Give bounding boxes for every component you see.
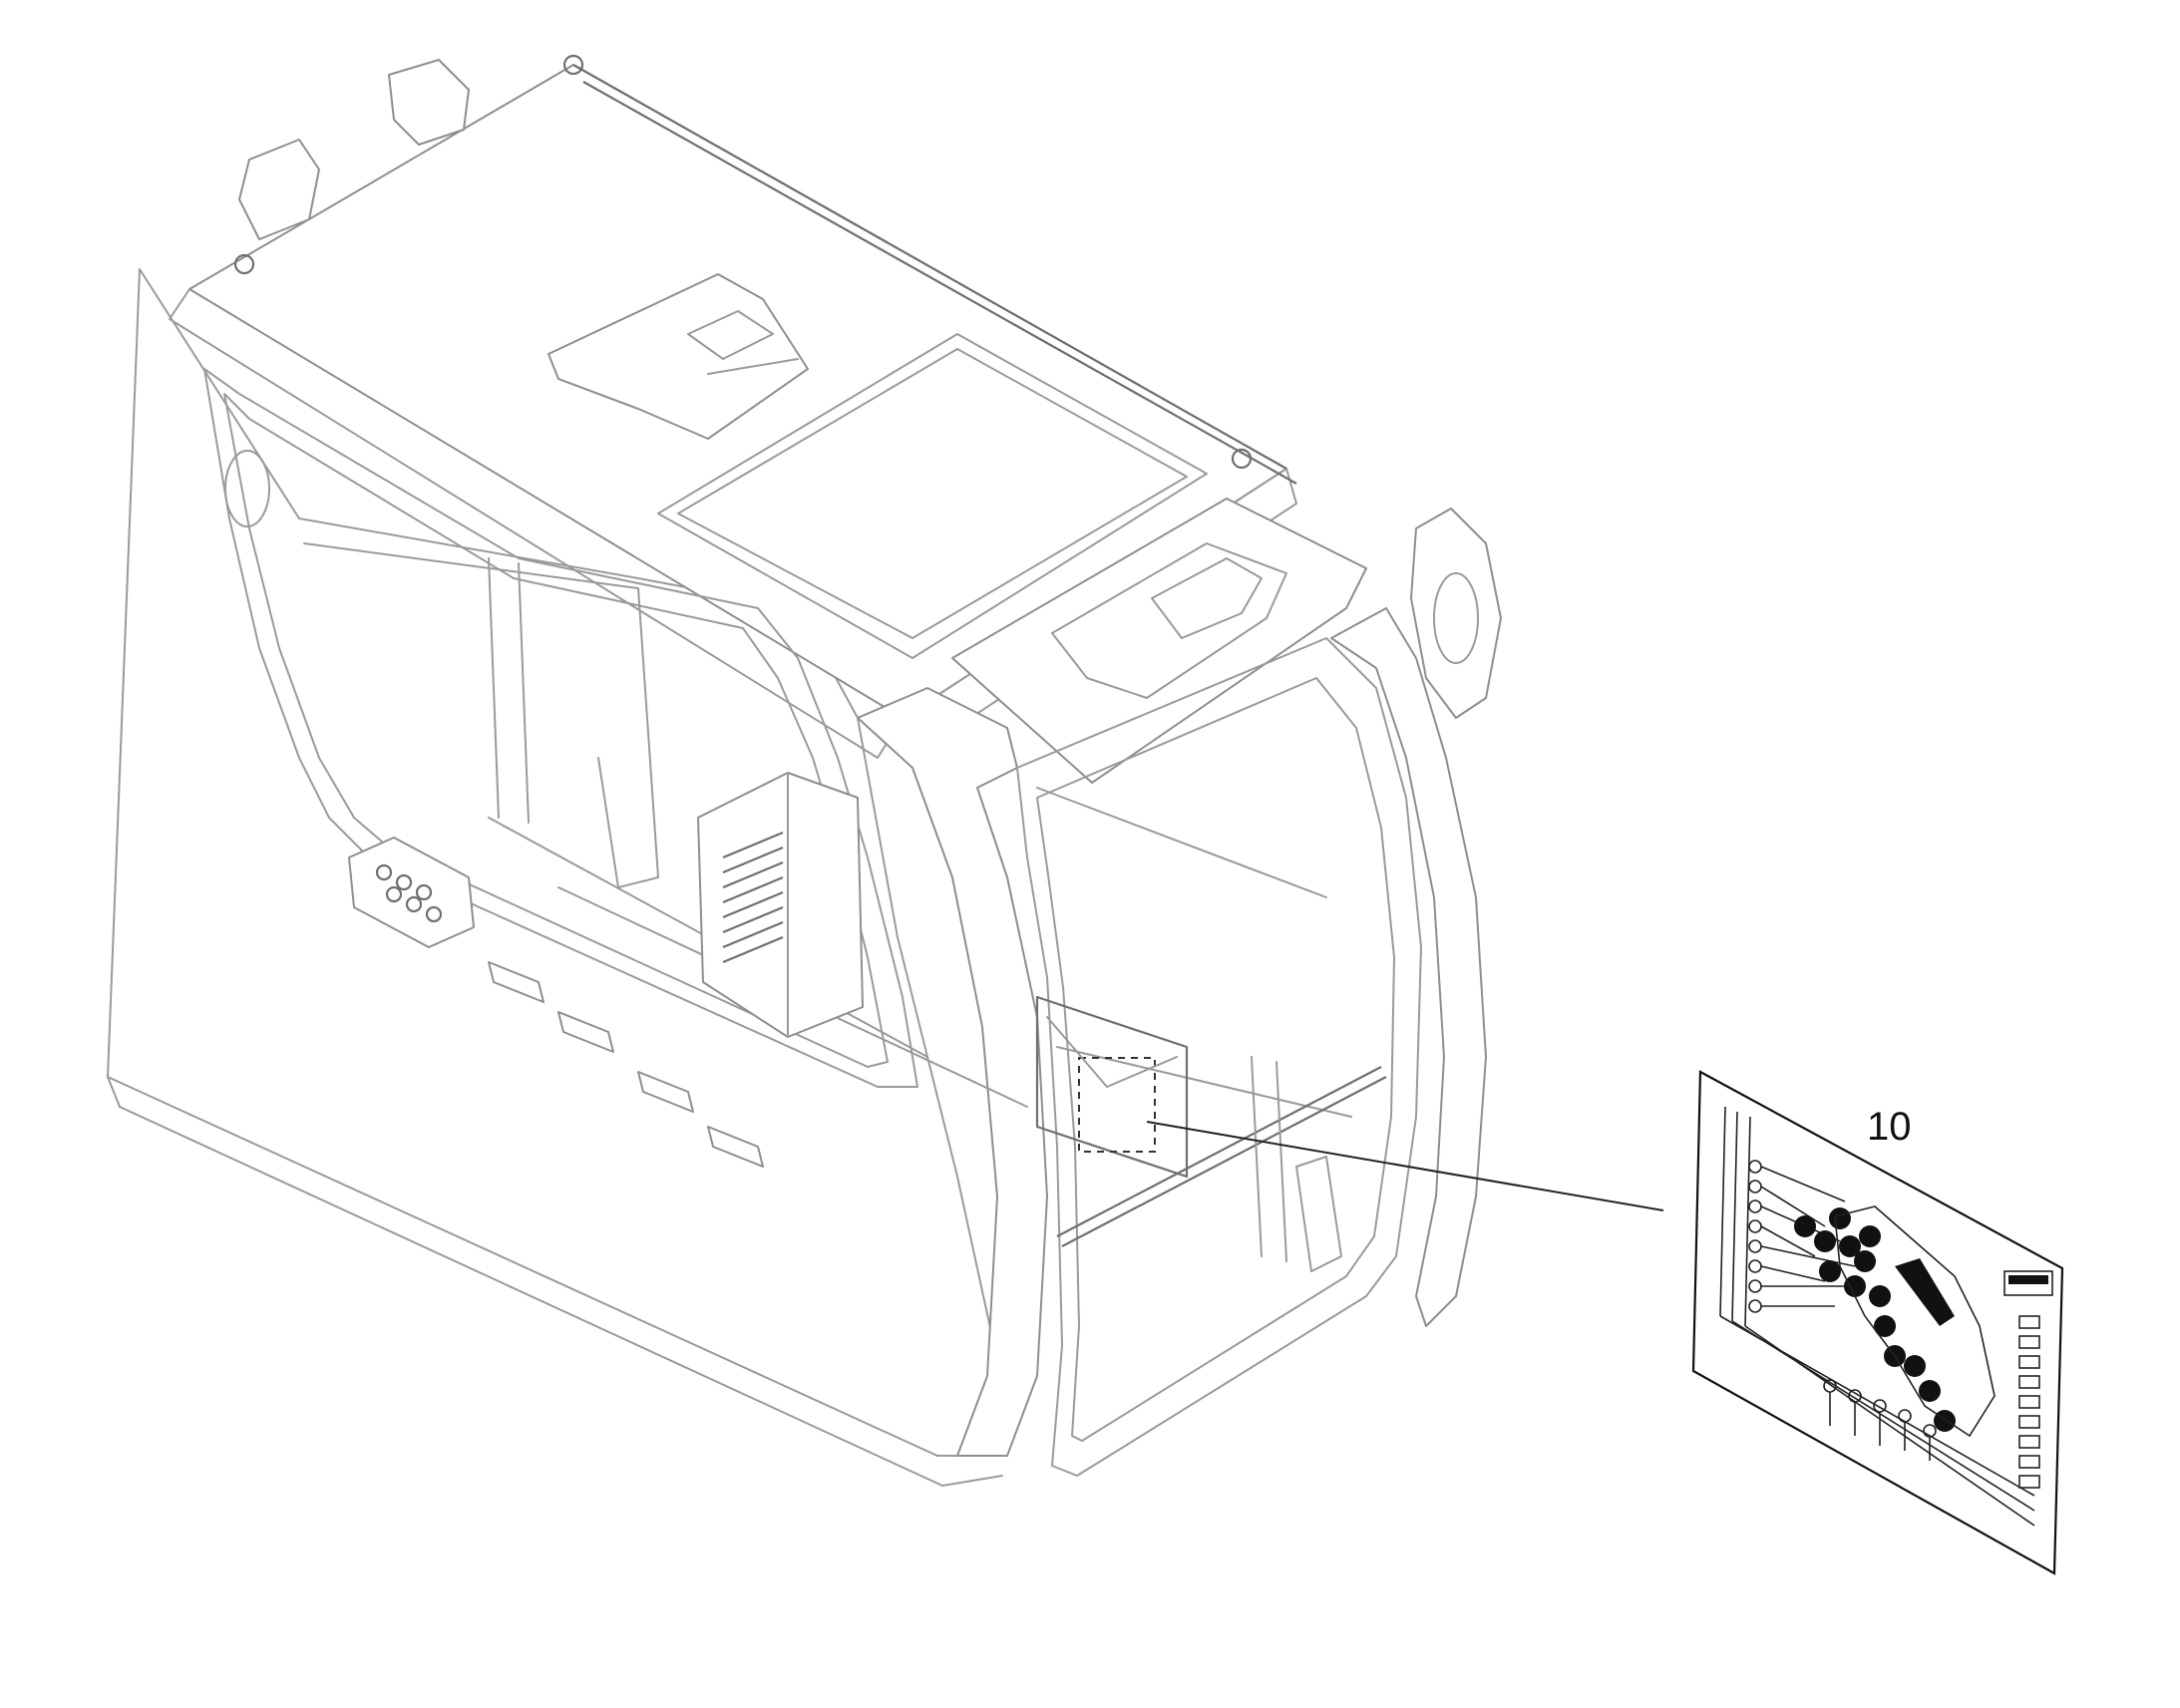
armrest-buttons <box>375 863 443 923</box>
left-speaker <box>224 450 270 527</box>
decal-logo-box <box>2003 1270 2053 1296</box>
sun-visor-handle <box>1051 542 1287 699</box>
lifting-eye-left <box>233 253 255 275</box>
decal-logo-mark <box>2008 1275 2048 1284</box>
control-console-box <box>697 772 864 1038</box>
decal-machine-sketch <box>1834 1205 1996 1438</box>
decal-location-marker <box>1078 1057 1156 1153</box>
decal-machine-boom <box>1895 1258 1955 1326</box>
front-window-inner <box>1036 677 1395 1442</box>
sun-visor-handle-inner <box>1151 557 1263 639</box>
interior-rear-wall <box>303 542 659 888</box>
left-window-frame <box>203 368 918 1088</box>
left-window-inner <box>223 393 889 1068</box>
console-vent-slots <box>722 831 784 964</box>
rear-bracket-right <box>388 59 470 146</box>
decal-mounting-plate <box>1035 995 1189 1179</box>
decal-lower-rings <box>1823 1379 1937 1461</box>
front-right-pillar <box>1330 607 1487 1327</box>
interior-divider <box>488 557 530 824</box>
mirror-glass <box>1433 572 1479 664</box>
front-window-frame <box>1016 637 1422 1477</box>
right-mirror <box>1410 508 1502 719</box>
operator-cab <box>107 54 1502 1487</box>
decal-detail-view <box>1691 1070 2064 1575</box>
roof-rail <box>572 64 1297 485</box>
callout-number-10: 10 <box>1867 1105 1912 1149</box>
decal-guide-rails <box>1719 1106 1751 1327</box>
door-grab-bar <box>1056 1066 1387 1247</box>
front-left-pillar <box>857 687 1048 1457</box>
armrest-button-panel <box>348 837 475 948</box>
sun-visor <box>951 498 1367 784</box>
cab-lower-band <box>107 1076 1003 1487</box>
decal-plate-fold <box>1046 1016 1178 1088</box>
roof-hatch-opening <box>657 333 1208 659</box>
lifting-eye-front <box>1231 448 1253 470</box>
right-interior-cylinder <box>1295 1156 1342 1272</box>
roof-hatch-inner <box>677 348 1188 639</box>
roof-mounted-unit-detail <box>687 310 799 375</box>
decal-lower-rails <box>1719 1315 2035 1527</box>
right-interior-post <box>1251 1056 1287 1262</box>
leader-line <box>1146 1121 1664 1211</box>
right-side-window-frame <box>1036 787 1352 1118</box>
side-switch-panels <box>488 961 764 1168</box>
rear-bracket-left <box>238 139 320 240</box>
decal-symbol-column <box>2018 1315 2040 1489</box>
lifting-eye-rear <box>562 54 584 76</box>
